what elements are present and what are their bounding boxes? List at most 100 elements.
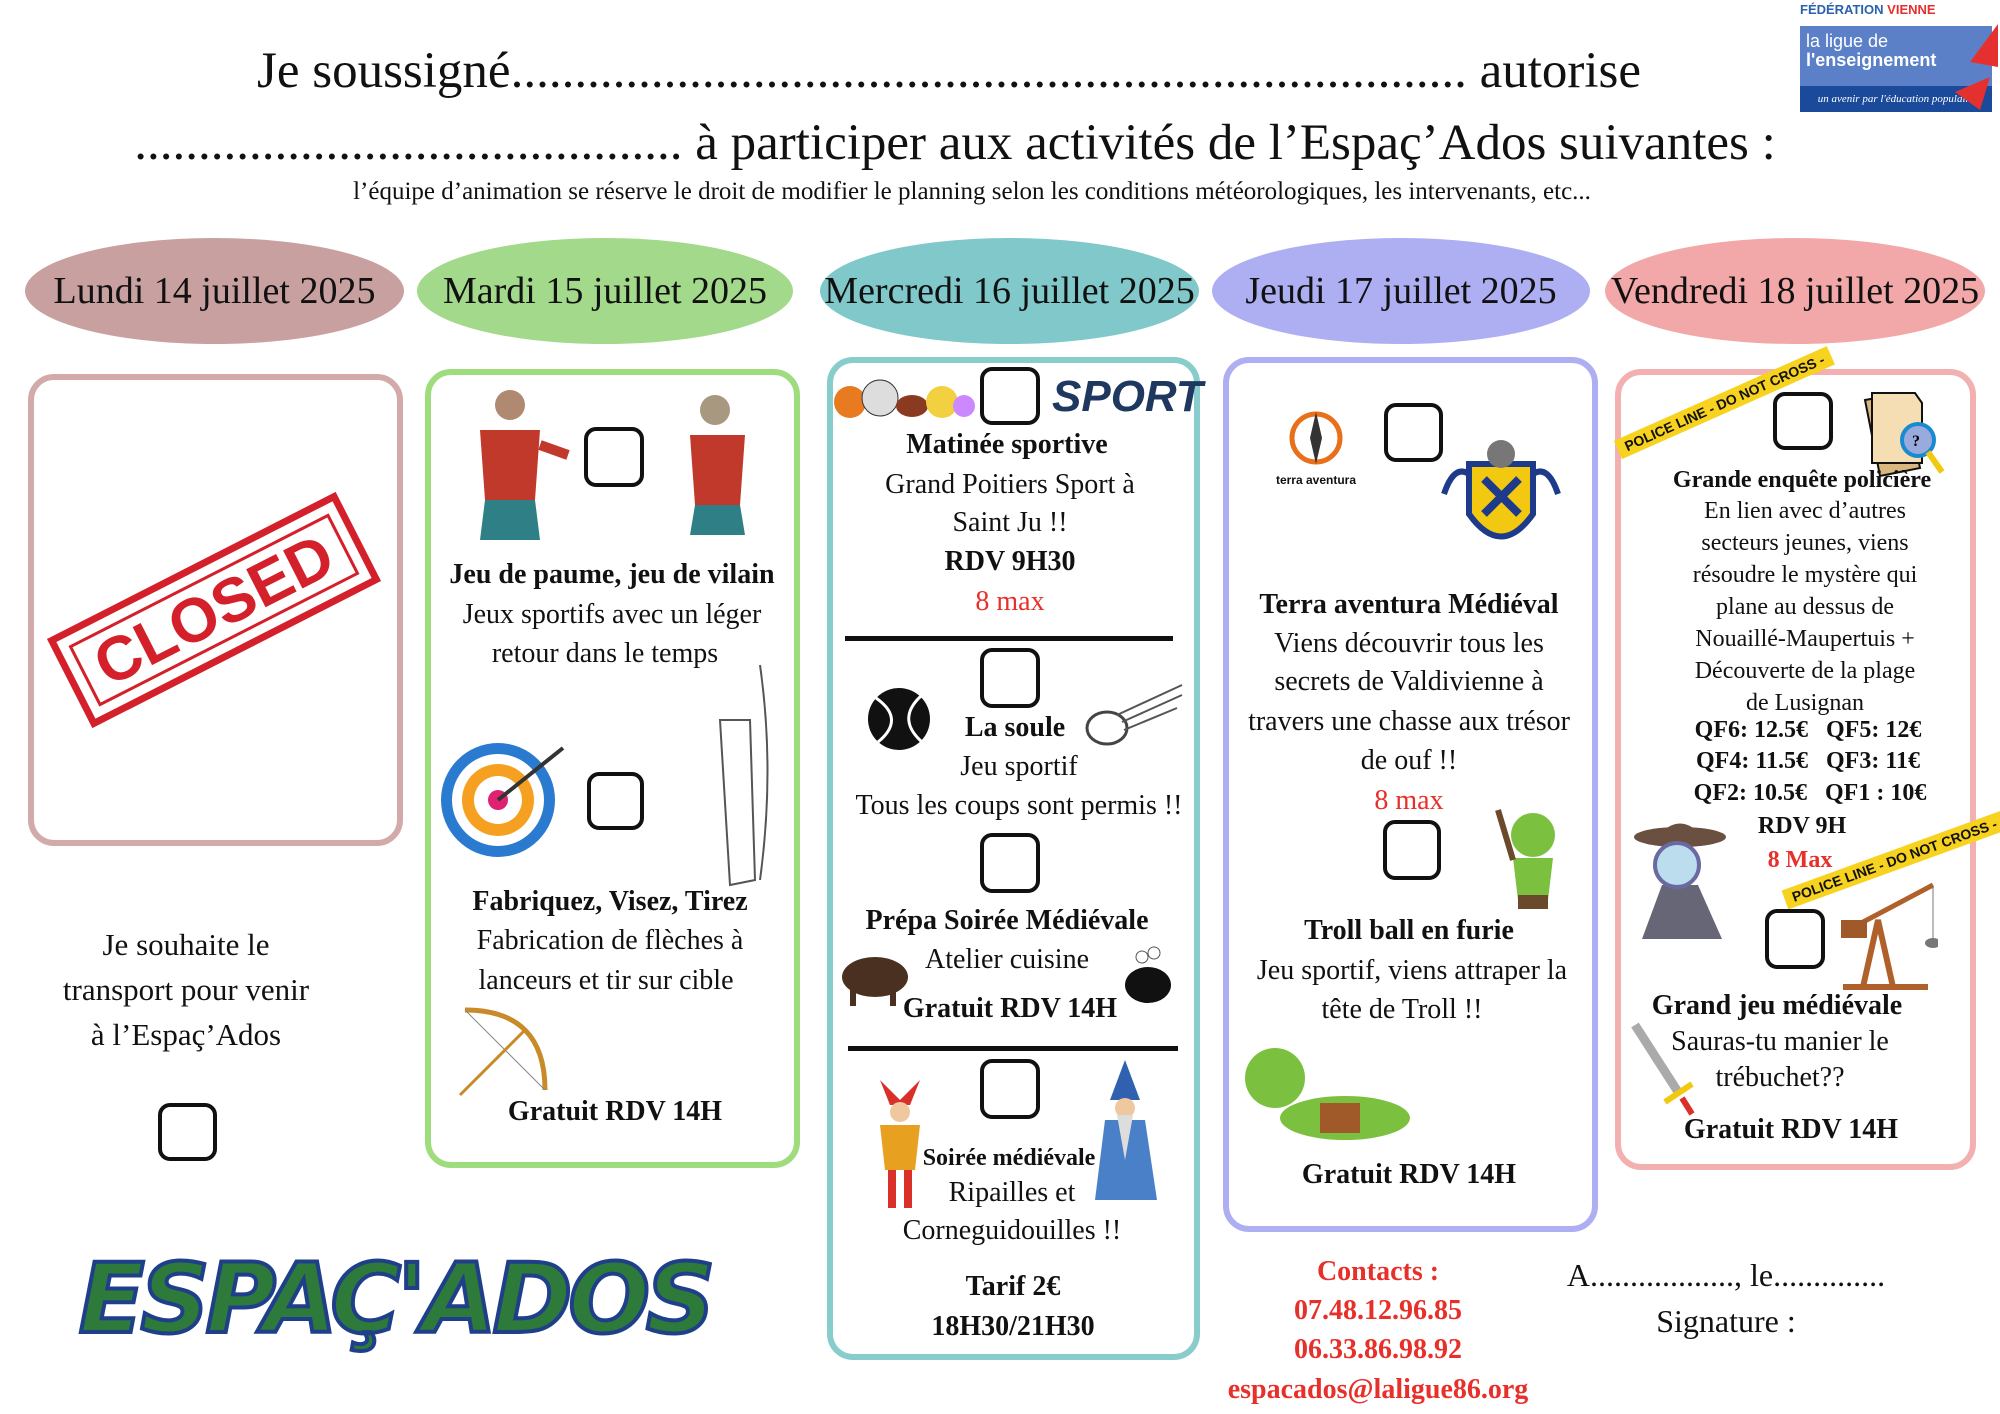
activity-title: Grand jeu médiévale	[1651, 990, 1903, 1021]
activity-desc: Tous les coups sont permis !!	[855, 790, 1183, 821]
jeu-de-paume-checkbox[interactable]	[584, 427, 644, 487]
sword-icon	[1631, 1022, 1695, 1116]
quiver-icon	[718, 664, 769, 887]
terra-aventura-checkbox[interactable]	[1384, 403, 1443, 462]
la-soule-checkbox[interactable]	[980, 648, 1040, 708]
target-icon	[441, 743, 565, 857]
activity-desc: Jeu sportif	[960, 751, 1078, 782]
activity-price: Gratuit RDV 14H	[1301, 1159, 1517, 1190]
activity-desc: secteurs jeunes, viens	[1701, 530, 1909, 556]
day-thursday: Jeudi 17 juillet 2025	[1212, 238, 1590, 344]
activity-time: 18H30/21H30	[931, 1311, 1095, 1342]
sport-logo: SPORT	[1052, 372, 1203, 421]
activity-desc: de ouf !!	[1360, 745, 1458, 776]
activity-desc: tête de Troll !!	[1321, 994, 1483, 1025]
troll-lying-icon	[1245, 1048, 1410, 1140]
activity-title: Grande enquête policière	[1672, 467, 1932, 493]
activity-desc: de Lusignan	[1746, 690, 1864, 716]
detective-icon	[1634, 823, 1726, 939]
activity-desc: Fabrication de flèches à	[476, 925, 744, 956]
activity-desc: En lien avec d’autres	[1704, 498, 1906, 524]
activity-desc: trébuchet??	[1715, 1062, 1845, 1093]
day-friday: Vendredi 18 juillet 2025	[1605, 238, 1985, 344]
qf-price-row: QF2: 10.5€ QF1 : 10€	[1693, 780, 1927, 806]
activity-rdv: RDV 9H	[1757, 813, 1847, 839]
activity-desc: secrets de Valdivienne à	[1274, 666, 1544, 697]
wizard-icon	[1095, 1060, 1157, 1200]
bow-icon	[458, 1007, 548, 1097]
trebuchet-icon	[1841, 882, 1938, 990]
compass-icon	[1289, 411, 1343, 465]
activity-title: La soule	[964, 712, 1066, 743]
day-tuesday: Mardi 15 juillet 2025	[417, 238, 793, 344]
activity-desc: retour dans le temps	[491, 638, 719, 669]
matinee-sportive-checkbox[interactable]	[980, 367, 1040, 425]
activity-title: Matinée sportive	[906, 429, 1108, 460]
activity-price: Tarif 2€	[965, 1271, 1061, 1302]
qf-price-row: QF6: 12.5€ QF5: 12€	[1694, 717, 1922, 743]
signature-label: Signature :	[1656, 1303, 1796, 1339]
activity-title: Terra aventura Médiéval	[1259, 589, 1559, 620]
transport-text: à l’Espaç’Ados	[90, 1017, 282, 1052]
day-monday: Lundi 14 juillet 2025	[25, 238, 404, 344]
contact-phone: 06.33.86.98.92	[1294, 1334, 1462, 1365]
transport-text: Je souhaite le	[102, 927, 270, 962]
day-wednesday: Mercredi 16 juillet 2025	[820, 238, 1199, 344]
contacts-label: Contacts :	[1316, 1256, 1440, 1287]
prepa-soiree-checkbox[interactable]	[980, 833, 1040, 893]
boar-icon	[842, 957, 908, 1006]
activity-price: Gratuit RDV 14H	[1683, 1114, 1899, 1145]
transport-checkbox[interactable]	[158, 1103, 217, 1161]
activity-title: Jeu de paume, jeu de vilain	[449, 559, 775, 590]
activity-desc: plane au dessus de	[1716, 594, 1894, 620]
medieval-player-icon	[690, 395, 745, 535]
espacados-logo: ESPAÇ'ADOS	[77, 1241, 717, 1357]
activity-desc: Saint Ju !!	[952, 507, 1068, 538]
terra-aventura-logo: terra aventura	[1266, 408, 1366, 504]
document-magnifier-icon: ?	[1863, 391, 1945, 478]
friday-card	[1615, 369, 1976, 1170]
red-arrow-icon	[1955, 24, 1998, 110]
activity-title: Troll ball en furie	[1304, 915, 1514, 946]
place-date-field[interactable]: A.................., le..............	[1566, 1257, 1886, 1293]
activity-desc: Ripailles et	[948, 1177, 1076, 1208]
activity-desc: Viens découvrir tous les	[1274, 628, 1544, 659]
activity-desc: Jeux sportifs avec un léger	[462, 599, 762, 630]
activity-desc: lanceurs et tir sur cible	[478, 965, 734, 996]
activity-desc: Sauras-tu manier le	[1671, 1026, 1889, 1057]
jester-icon	[880, 1080, 920, 1208]
contact-email[interactable]: espacados@laligue86.org	[1227, 1374, 1529, 1405]
contact-phone: 07.48.12.96.85	[1294, 1295, 1462, 1326]
enquete-checkbox[interactable]	[1773, 392, 1833, 450]
divider	[848, 1046, 1178, 1051]
activity-max: 8 max	[1374, 785, 1444, 816]
authorization-line-1: Je soussigné............................…	[256, 43, 1642, 99]
activity-desc: Corneguidouilles !!	[902, 1215, 1122, 1246]
activity-price: Gratuit RDV 14H	[507, 1096, 723, 1127]
activity-desc: Nouaillé-Maupertuis +	[1695, 626, 1915, 652]
activity-desc: Découverte de la plage	[1694, 658, 1916, 684]
disclaimer-note: l’équipe d’animation se réserve le droit…	[353, 178, 1591, 205]
ball-icon	[868, 688, 930, 750]
activity-max: 8 Max	[1767, 847, 1833, 873]
cauldron-icon	[1125, 946, 1171, 1003]
soiree-medievale-checkbox[interactable]	[980, 1059, 1040, 1119]
activity-max: 8 max	[975, 586, 1045, 617]
sport-balls-icon	[834, 379, 975, 418]
qf-price-row: QF4: 11.5€ QF3: 11€	[1696, 748, 1920, 774]
goblin-icon	[1495, 809, 1555, 909]
activity-rdv: RDV 9H30	[944, 546, 1076, 577]
activity-desc: travers une chasse aux trésor	[1248, 706, 1570, 737]
svg-text:?: ?	[1912, 433, 1920, 450]
monday-card	[28, 374, 403, 846]
activity-desc: Atelier cuisine	[924, 944, 1090, 975]
activity-title: Prépa Soirée Médiévale	[865, 905, 1149, 936]
activity-price: Gratuit RDV 14H	[902, 993, 1118, 1024]
activity-desc: résoudre le mystère qui	[1692, 562, 1918, 588]
grand-jeu-checkbox[interactable]	[1765, 909, 1825, 969]
troll-ball-checkbox[interactable]	[1383, 820, 1441, 880]
fabriquez-checkbox[interactable]	[587, 772, 644, 830]
activity-desc: Jeu sportif, viens attraper la	[1256, 955, 1568, 986]
flying-ball-icon	[1085, 684, 1183, 746]
